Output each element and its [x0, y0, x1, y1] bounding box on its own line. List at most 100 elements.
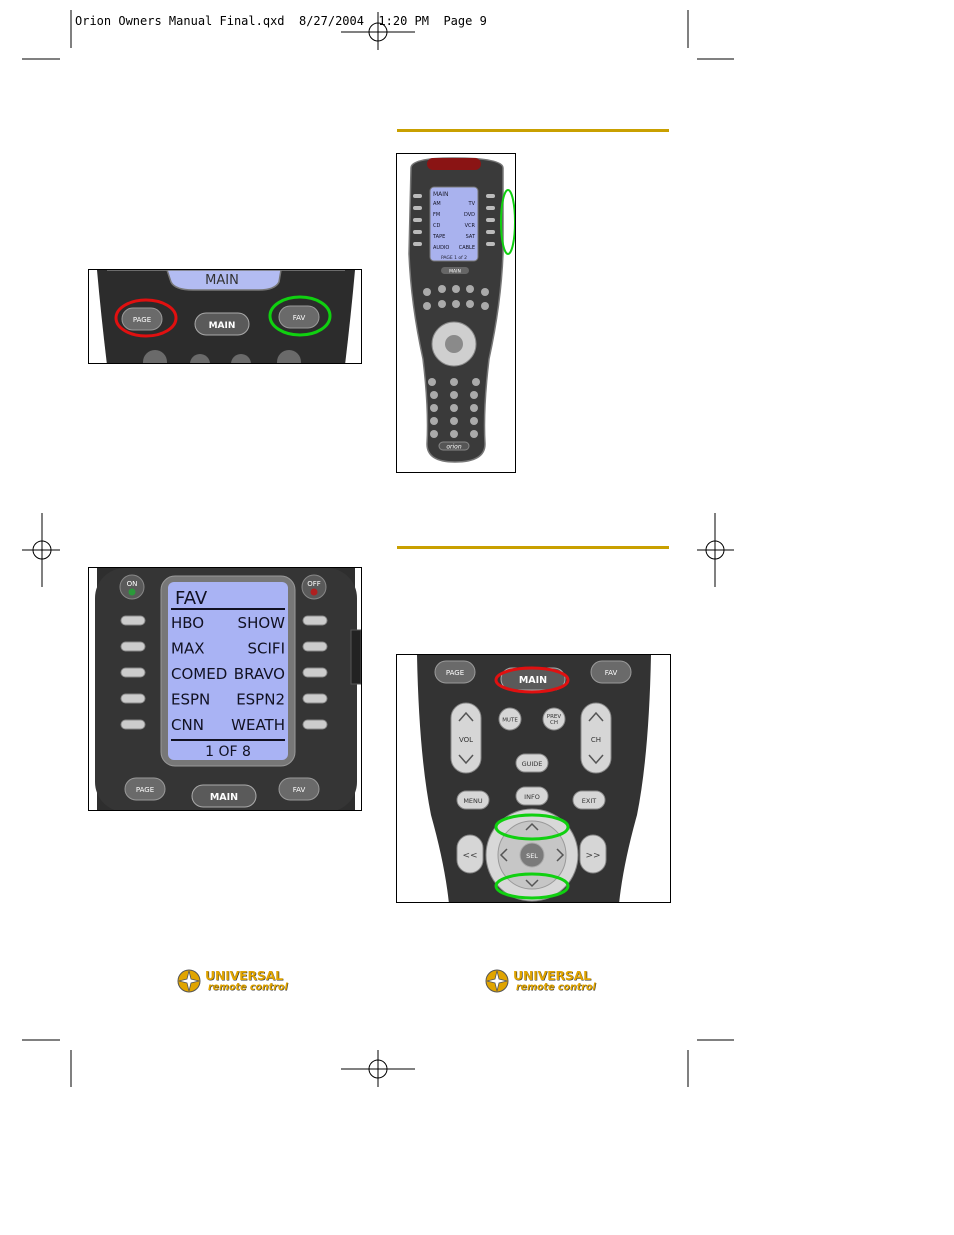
fig4-down-arrow-icon[interactable] [525, 879, 539, 888]
figure-page-fav-buttons: MAIN PAGE MAIN FAV [88, 269, 362, 364]
fig2-screen-footer: PAGE 1 of 2 [441, 255, 467, 261]
fig3-row-right: WEATH [231, 716, 285, 734]
fig1-fav-button[interactable] [278, 305, 320, 329]
fig4-vol-label: VOL [459, 736, 473, 744]
fig3-row-left: COMED [171, 665, 227, 683]
fig4-exit-button[interactable] [572, 790, 606, 810]
fig1-page-label: PAGE [133, 316, 151, 324]
fig3-main-button[interactable] [191, 784, 257, 808]
fig3-row-left: HBO [171, 614, 204, 632]
fig2-row-right: SAT [466, 234, 476, 240]
fig2-numpad-key [450, 391, 458, 399]
fig2-row-right: CABLE [459, 245, 475, 251]
fig4-prev-ch-label: CH [550, 720, 558, 726]
fig4-page-label: PAGE [446, 669, 464, 677]
fig4-prev-label: PREV [547, 714, 562, 720]
fig4-rewind-label: << [462, 851, 477, 861]
fig2-row-left: TAPE [432, 234, 445, 240]
fig2-numpad-key [470, 404, 478, 412]
fig3-off-label: OFF [307, 580, 321, 588]
figure-navigation-keys: PAGE MAIN FAV VOL CH MUTE PREV CH GUIDE … [396, 654, 671, 903]
fig4-fast-forward-button[interactable] [579, 834, 607, 874]
fig2-screen-title: MAIN [433, 191, 449, 198]
fig4-rewind-button[interactable] [456, 834, 484, 874]
logo-left-word1: UNIVERSAL [205, 968, 283, 983]
logo-right: UNIVERSAL remote control [484, 968, 596, 994]
fig4-up-arrow-icon[interactable] [525, 822, 539, 831]
fig2-numpad-key [430, 430, 438, 438]
fig4-mute-button[interactable] [498, 707, 522, 731]
fig2-numpad-key [428, 378, 436, 386]
fig3-main-label: MAIN [210, 792, 238, 803]
fig4-left-arrow-icon[interactable] [499, 848, 508, 862]
fig2-numpad-key [430, 391, 438, 399]
fig4-fav-button[interactable] [590, 660, 632, 684]
universal-star-icon [485, 969, 509, 993]
fig4-select-button[interactable] [519, 842, 545, 868]
fig4-down-highlight [494, 872, 570, 900]
section-rule-top [397, 129, 669, 132]
fig3-fav-button[interactable] [278, 777, 320, 801]
fig3-row-right: BRAVO [234, 665, 285, 683]
fig4-mute-label: MUTE [502, 718, 518, 724]
fig2-row-left: CD [433, 223, 440, 229]
fig2-row-left: AM [433, 201, 441, 207]
fig4-guide-label: GUIDE [522, 760, 543, 768]
fig2-row-right: VCR [465, 223, 476, 229]
fig4-menu-button[interactable] [456, 790, 490, 810]
fig4-prev-ch-button[interactable] [542, 707, 566, 731]
fig2-brand-label: orion [446, 444, 461, 451]
logo-left-word2: remote control [208, 981, 288, 993]
fig4-guide-button[interactable] [515, 753, 549, 773]
fig2-side-highlight [500, 189, 515, 255]
fig3-page-button[interactable] [124, 777, 166, 801]
fig3-screen-title: FAV [175, 588, 208, 609]
fig2-numpad-key [472, 378, 480, 386]
fig1-main-label: MAIN [209, 321, 236, 331]
fig1-screen-title: MAIN [205, 273, 239, 288]
fig4-info-label: INFO [524, 793, 540, 801]
fig2-numpad-key [450, 378, 458, 386]
fig2-row-left: FM [433, 212, 440, 218]
fig4-main-highlight [494, 666, 570, 694]
universal-star-icon [177, 969, 201, 993]
fig3-on-label: ON [127, 580, 138, 588]
fig1-page-highlight [114, 298, 178, 338]
fig4-fav-label: FAV [605, 669, 618, 677]
fig2-row-right: DVD [464, 212, 475, 218]
fig2-row-left: AUDIO [433, 245, 449, 251]
fig1-fav-label: FAV [293, 314, 306, 322]
fig1-page-button[interactable] [121, 307, 163, 331]
fig3-row-right: SCIFI [248, 640, 285, 658]
fig3-screen-footer: 1 OF 8 [205, 744, 251, 760]
fig2-numpad-key [430, 417, 438, 425]
fig2-main-label: MAIN [449, 269, 461, 275]
file-slug: Orion Owners Manual Final.qxd 8/27/2004 … [75, 14, 487, 28]
fig4-fast-forward-label: >> [585, 851, 600, 861]
fig2-channel-grid: AM TV FM DVD CD VCR TAPE SAT AUDIO CABLE [432, 201, 476, 251]
fig4-info-button[interactable] [515, 786, 549, 806]
section-rule-bottom [397, 546, 669, 549]
fig1-fav-highlight [268, 295, 332, 337]
fig4-exit-label: EXIT [582, 797, 596, 805]
logo-right-word1: UNIVERSAL [513, 968, 591, 983]
fig4-up-highlight [494, 813, 570, 841]
fig4-right-arrow-icon[interactable] [556, 848, 565, 862]
fig3-row-right: SHOW [238, 614, 286, 632]
logo-right-word2: remote control [516, 981, 596, 993]
fig4-main-label: MAIN [519, 675, 547, 686]
fig2-numpad-key [450, 417, 458, 425]
fig2-numpad-key [450, 404, 458, 412]
fig3-page-label: PAGE [136, 786, 154, 794]
figure-full-remote: MAIN AM TV FM DVD CD VCR TAPE SAT AUDIO CABLE PAG… [396, 153, 516, 473]
fig2-numpad-key [450, 430, 458, 438]
fig3-row-left: MAX [171, 640, 204, 658]
fig3-row-left: ESPN [171, 691, 210, 709]
fig2-row-right: TV [468, 201, 476, 207]
fig3-row-right: ESPN2 [236, 691, 285, 709]
fig2-numpad-key [470, 430, 478, 438]
fig4-page-button[interactable] [434, 660, 476, 684]
fig1-main-button[interactable] [194, 312, 250, 336]
fig3-fav-label: FAV [293, 786, 306, 794]
